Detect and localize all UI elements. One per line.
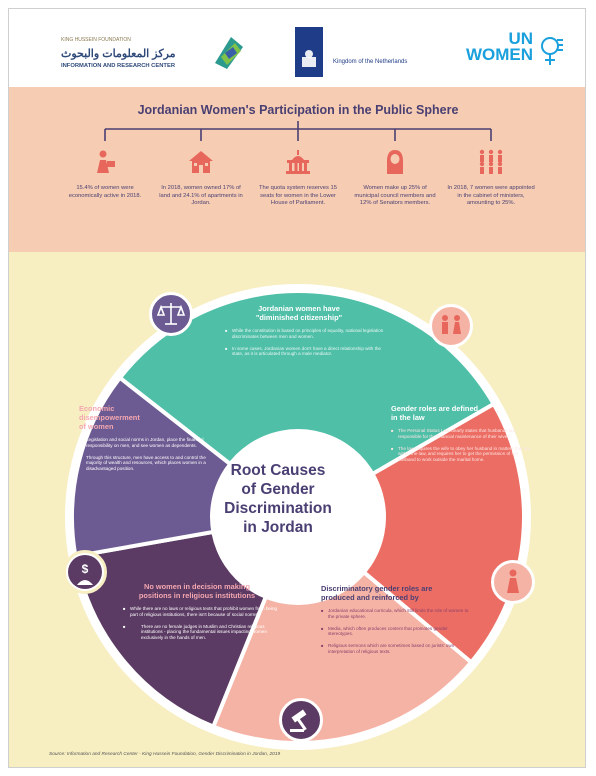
- segment-title-line: produced and reinforced by: [321, 593, 419, 602]
- segment-title-line: Gender roles are defined: [391, 404, 479, 413]
- segment-title-line: Economic: [79, 404, 115, 413]
- house-icon: [189, 151, 213, 173]
- segment-list: The Personal Status Law clearly states t…: [391, 428, 531, 463]
- center-title-line: in Jordan: [243, 519, 313, 536]
- segment-title: No women in decision making positions in…: [109, 582, 285, 600]
- connector-lines: [104, 121, 492, 141]
- segment-law: Gender roles are defined in the law The …: [391, 404, 531, 469]
- parliament-building-icon: [286, 150, 310, 174]
- scales-of-justice-icon: [156, 303, 186, 325]
- badge-dollar: $: [63, 550, 107, 594]
- man-woman-icon: [442, 315, 461, 334]
- irc-english-name: INFORMATION AND RESEARCH CENTER: [61, 63, 176, 69]
- list-item: In some cases, Jordanian women don't hav…: [225, 346, 389, 358]
- segment-title-line: No women in decision making: [144, 582, 250, 591]
- netherlands-crest-icon: [295, 27, 323, 77]
- wheel-center-disc: [210, 429, 386, 605]
- badge-scales: [149, 292, 193, 336]
- segment-title: Gender roles are defined in the law: [391, 404, 531, 422]
- list-item: There are no female judges in Muslim and…: [123, 624, 285, 641]
- segment-list: While the constitution is based on princ…: [209, 328, 389, 357]
- stat-cabinet: In 2018, 7 women were appointed in the c…: [447, 149, 535, 208]
- irc-logo: KING HUSSEIN FOUNDATION مركز المعلومات و…: [61, 33, 251, 77]
- stat-text: The quota system reserves 15 seats for w…: [259, 185, 337, 207]
- stat-text: In 2018, 7 women were appointed in the c…: [447, 185, 535, 207]
- un-women-logo: UN WOMEN: [461, 29, 571, 73]
- list-item: While the constitution is based on princ…: [225, 328, 389, 340]
- gavel-icon: [290, 709, 307, 732]
- stat-ownership: In 2018, women owned 17% of land and 24.…: [157, 149, 245, 208]
- segment-economic: Economic disempowerment of women Legisla…: [79, 404, 207, 478]
- badge-gavel: [279, 698, 323, 742]
- irc-foundation-name: KING HUSSEIN FOUNDATION: [61, 37, 131, 43]
- segment-list: Legislation and social norms in Jordan, …: [79, 437, 207, 472]
- stat-economic-activity: 15.4% of women were economically active …: [61, 149, 149, 200]
- center-title-line: of Gender: [241, 481, 315, 498]
- segment-title: Discriminatory gender roles are produced…: [321, 584, 473, 602]
- segment-title-line: in the law: [391, 413, 425, 422]
- woman-figure-icon: [507, 569, 519, 593]
- list-item: While there are no laws or religious tex…: [123, 606, 285, 618]
- un-women-wordmark: UN WOMEN: [461, 29, 533, 64]
- netherlands-name: Kingdom of the Netherlands: [333, 59, 408, 65]
- segment-title-line: disempowerment: [79, 413, 140, 422]
- un-line: UN: [508, 29, 533, 48]
- cabinet-group-icon: [479, 149, 503, 174]
- stat-text: Women make up 25% of municipal council m…: [354, 185, 436, 207]
- stat-quota: The quota system reserves 15 seats for w…: [254, 149, 342, 208]
- participation-section: Jordanian Women's Participation in the P…: [9, 87, 585, 252]
- stat-text: 15.4% of women were economically active …: [68, 185, 142, 199]
- list-item: Legislation and social norms in Jordan, …: [79, 437, 207, 449]
- irc-arabic-name: مركز المعلومات والبحوث: [61, 48, 176, 60]
- dollar-person-icon: $: [68, 555, 102, 589]
- un-women-emblem-icon: [541, 37, 563, 65]
- svg-text:$: $: [82, 562, 89, 576]
- segment-title-line: "diminished citizenship": [255, 313, 343, 322]
- irc-emblem-icon: [215, 37, 243, 69]
- segment-title-line: Discriminatory gender roles are: [321, 584, 433, 593]
- section-title: Jordanian Women's Participation in the P…: [137, 103, 459, 117]
- segment-citizenship: Jordanian women have "diminished citizen…: [209, 304, 389, 363]
- segment-title: Economic disempowerment of women: [79, 404, 207, 431]
- stat-text: In 2018, women owned 17% of land and 24.…: [159, 185, 243, 207]
- woman-hijab-icon: [387, 150, 403, 174]
- segment-list: Jordanian educational curricula, which s…: [321, 608, 473, 655]
- list-item: Religious sermons which are sometimes ba…: [321, 643, 473, 655]
- list-item: Through this structure, men have access …: [79, 455, 207, 472]
- segment-title-line: positions in religious institutions: [138, 591, 256, 600]
- center-title: Root Causes of Gender Discrimination in …: [199, 461, 357, 537]
- segment-title-line: Jordanian women have: [258, 304, 340, 313]
- woman-working-icon: [97, 150, 115, 173]
- list-item: The Personal Status Law clearly states t…: [391, 428, 531, 440]
- list-item: Media, which often produces content that…: [321, 626, 473, 638]
- logo-bar: KING HUSSEIN FOUNDATION مركز المعلومات و…: [9, 9, 585, 85]
- segment-religious: No women in decision making positions in…: [109, 582, 285, 647]
- root-causes-section: Root Causes of Gender Discrimination in …: [9, 252, 585, 767]
- center-title-line: Discrimination: [224, 500, 332, 517]
- badge-couple: [429, 304, 473, 348]
- women-line: WOMEN: [465, 45, 533, 64]
- netherlands-logo: Kingdom of the Netherlands: [295, 27, 445, 77]
- stat-council: Women make up 25% of municipal council m…: [351, 149, 439, 208]
- segment-title-line: of women: [79, 422, 114, 431]
- segment-title: Jordanian women have "diminished citizen…: [209, 304, 389, 322]
- source-citation: Source: Information and Research Center …: [49, 752, 281, 757]
- badge-woman: [491, 560, 535, 604]
- list-item: The law requires the wife to obey her hu…: [391, 446, 531, 463]
- infographic-page: KING HUSSEIN FOUNDATION مركز المعلومات و…: [8, 8, 586, 768]
- center-title-line: Root Causes: [230, 462, 326, 479]
- segment-list: While there are no laws or religious tex…: [109, 606, 285, 641]
- wedge-citizenship: [117, 289, 497, 520]
- list-item: Jordanian educational curricula, which s…: [321, 608, 473, 620]
- segment-roles: Discriminatory gender roles are produced…: [321, 584, 473, 661]
